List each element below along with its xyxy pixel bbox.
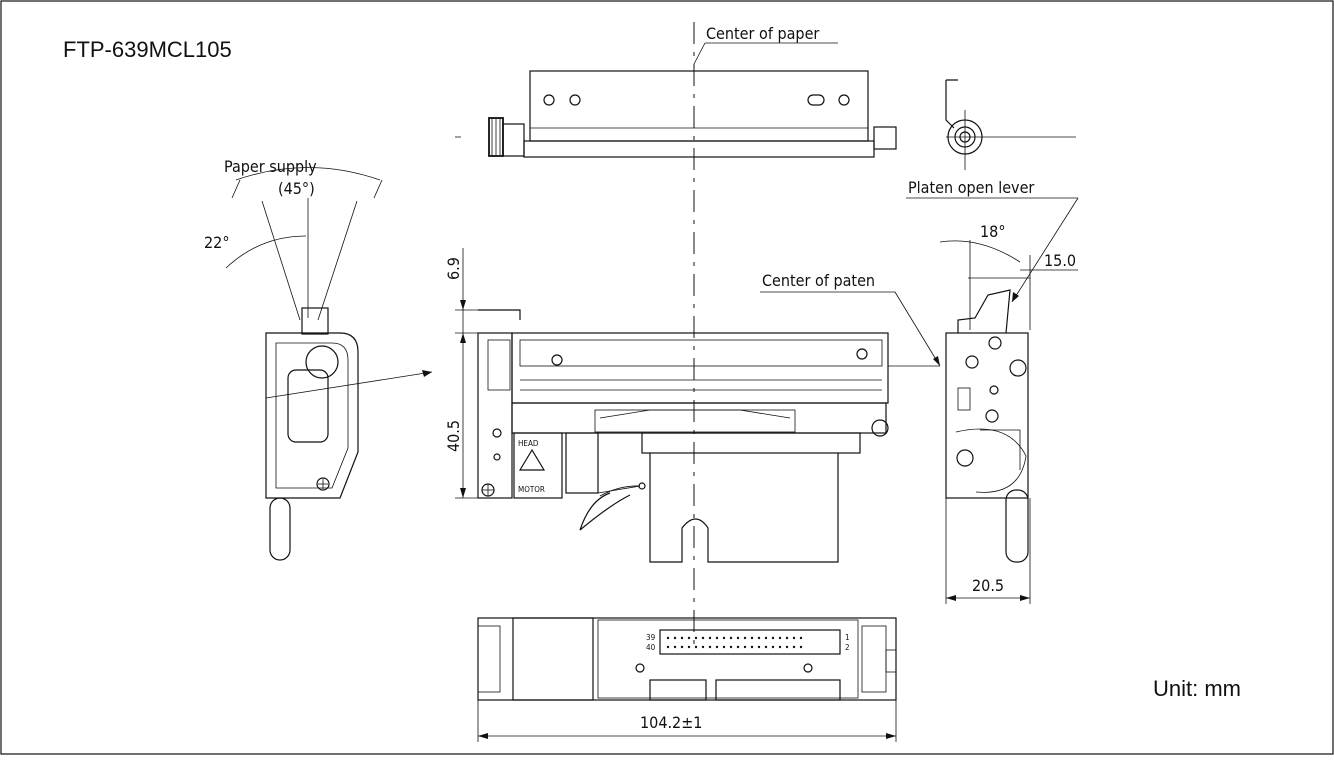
left-side-view: Paper supply (45°) 22° xyxy=(204,157,433,561)
angle-18-label: 18° xyxy=(980,222,1006,241)
top-view-platen xyxy=(455,70,897,158)
unit-label: Unit: mm xyxy=(1153,676,1241,701)
model-title: FTP-639MCL105 xyxy=(63,37,232,62)
head-marking: HEAD xyxy=(518,439,539,448)
center-of-platen-leader xyxy=(894,291,941,367)
platen-lever-leader xyxy=(1011,197,1079,303)
right-side-view xyxy=(945,289,1029,563)
dim-6-9: 6.9 xyxy=(444,257,463,280)
center-of-platen-label: Center of paten xyxy=(762,271,875,290)
dim-15-0: 15.0 xyxy=(1044,251,1076,270)
height-dimensions xyxy=(455,248,520,499)
center-of-paper-leader xyxy=(693,42,706,65)
pin-39-label: 39 xyxy=(646,633,656,642)
pin-1-label: 1 xyxy=(845,633,850,642)
platen-open-lever-label: Platen open lever xyxy=(908,178,1034,197)
motor-marking: MOTOR xyxy=(518,485,545,494)
top-side-view xyxy=(945,79,1076,170)
pin-2-label: 2 xyxy=(845,643,850,652)
bottom-view-connector: 39 40 1 2 xyxy=(477,617,897,701)
pin-40-label: 40 xyxy=(646,643,656,652)
front-view-mechanism: HEAD MOTOR xyxy=(477,309,940,563)
dim-40-5: 40.5 xyxy=(444,420,463,452)
dim-104-2: 104.2±1 xyxy=(640,713,702,732)
paper-supply-angle: (45°) xyxy=(278,179,315,198)
center-of-paper-label: Center of paper xyxy=(706,24,819,43)
connector-pins xyxy=(666,636,803,649)
paper-supply-label: Paper supply xyxy=(224,157,317,176)
angle-18-arc xyxy=(939,240,1021,263)
dim-20-5: 20.5 xyxy=(972,576,1004,595)
angle-22-label: 22° xyxy=(204,233,230,252)
